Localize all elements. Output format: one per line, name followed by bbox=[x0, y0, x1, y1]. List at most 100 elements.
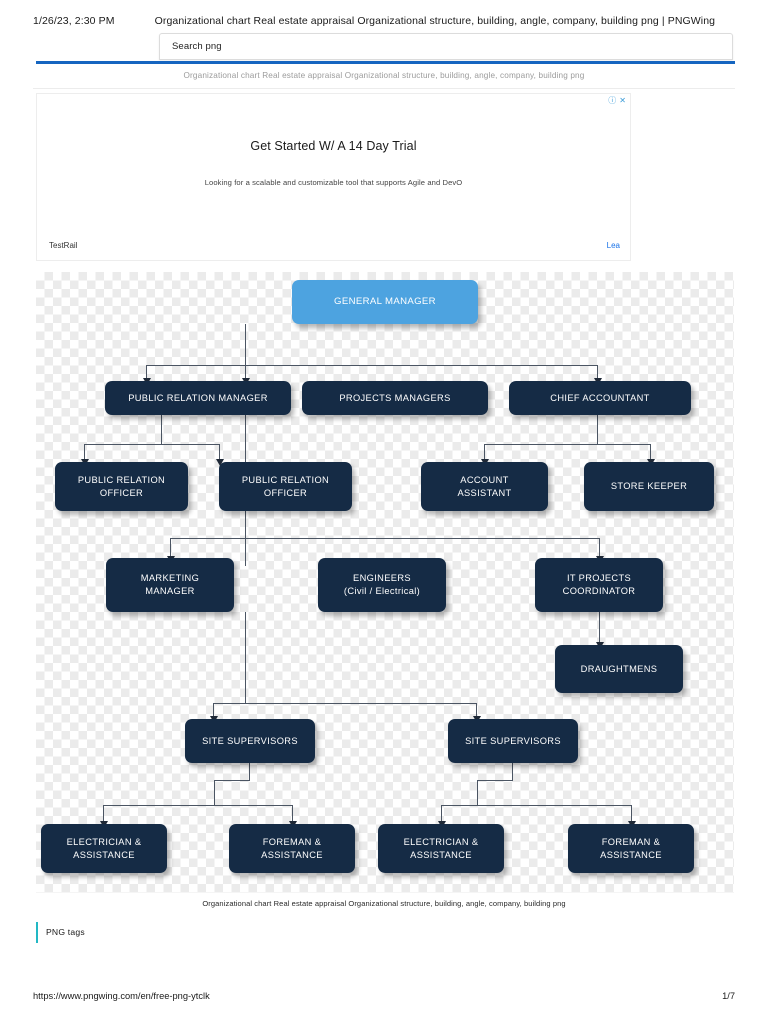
arrow-to-pro2 bbox=[216, 459, 224, 466]
org-node-account-assistant[interactable]: ACCOUNT ASSISTANT bbox=[421, 462, 548, 511]
org-node-label-line1: PUBLIC RELATION bbox=[77, 474, 166, 485]
section-accent-bar bbox=[36, 921, 38, 943]
org-node-label: PUBLIC RELATION MANAGER bbox=[128, 392, 268, 403]
connector-to-ss1 bbox=[213, 703, 214, 719]
connector-to-pro2 bbox=[219, 444, 220, 462]
ad-headline: Get Started W/ A 14 Day Trial bbox=[250, 139, 417, 153]
png-tags-heading: PNG tags bbox=[46, 927, 85, 937]
org-node-electrician-assistance-1[interactable]: ELECTRICIAN & ASSISTANCE bbox=[41, 824, 167, 873]
org-node-label: PROJECTS MANAGERS bbox=[339, 392, 451, 403]
connector-to-pm bbox=[245, 365, 246, 381]
org-node-foreman-assistance-2[interactable]: FOREMAN & ASSISTANCE bbox=[568, 824, 694, 873]
connector-to-ea2 bbox=[441, 805, 442, 824]
org-node-label-line2: MANAGER bbox=[145, 586, 195, 596]
footer-page-number: 1/7 bbox=[722, 991, 735, 1001]
connector-row1-bus bbox=[146, 365, 597, 366]
search-input[interactable]: Search png bbox=[159, 33, 733, 60]
search-input-value: Search png bbox=[172, 41, 222, 52]
org-node-chief-accountant[interactable]: CHIEF ACCOUNTANT bbox=[509, 381, 691, 415]
org-chart-image: GENERAL MANAGER PUBLIC RELATION MANAGER … bbox=[36, 272, 734, 893]
ad-controls: ⓘ ✕ bbox=[608, 97, 626, 105]
connector-ss2-bus bbox=[441, 805, 631, 806]
footer-url: https://www.pngwing.com/en/free-png-ytcl… bbox=[33, 991, 210, 1001]
org-node-site-supervisors-2[interactable]: SITE SUPERVISORS bbox=[448, 719, 578, 763]
org-node-store-keeper[interactable]: STORE KEEPER bbox=[584, 462, 714, 511]
org-node-public-relation-manager[interactable]: PUBLIC RELATION MANAGER bbox=[105, 381, 291, 415]
print-page-title: Organizational chart Real estate apprais… bbox=[154, 15, 716, 27]
site-header: Search png bbox=[33, 33, 735, 61]
org-node-label: SITE SUPERVISORS bbox=[465, 735, 561, 746]
org-node-general-manager[interactable]: GENERAL MANAGER bbox=[292, 280, 478, 324]
org-node-label: DRAUGHTMENS bbox=[580, 663, 658, 674]
search-row: Search png bbox=[33, 33, 735, 61]
breadcrumb-text: Organizational chart Real estate apprais… bbox=[183, 70, 585, 80]
connector-ss-bus bbox=[213, 703, 476, 704]
connector-to-prm bbox=[146, 365, 147, 381]
org-node-label-line1: MARKETING bbox=[140, 573, 200, 584]
org-node-label-line1: IT PROJECTS bbox=[566, 573, 632, 584]
print-header: 1/26/23, 2:30 PM Organizational chart Re… bbox=[0, 13, 768, 29]
print-footer: https://www.pngwing.com/en/free-png-ytcl… bbox=[0, 991, 768, 1001]
org-node-label-line2: ASSISTANCE bbox=[261, 849, 323, 860]
org-node-label-line2: OFFICER bbox=[263, 487, 308, 498]
ad-subtext: Looking for a scalable and customizable … bbox=[204, 178, 463, 187]
org-node-label-line2: (Civil / Electrical) bbox=[343, 586, 421, 596]
org-node-label-line2: OFFICER bbox=[99, 487, 144, 498]
org-node-label: SITE SUPERVISORS bbox=[202, 735, 298, 746]
connector-ss2-stem bbox=[512, 750, 513, 780]
connector-ss1-bus bbox=[103, 805, 292, 806]
ad-brand: TestRail bbox=[49, 241, 78, 250]
org-node-it-projects-coordinator[interactable]: IT PROJECTS COORDINATOR bbox=[535, 558, 663, 612]
org-node-projects-managers[interactable]: PROJECTS MANAGERS bbox=[302, 381, 488, 415]
connector-ss2-drop bbox=[477, 780, 478, 805]
org-node-label: STORE KEEPER bbox=[610, 481, 688, 492]
org-node-label-line1: FOREMAN & bbox=[601, 836, 661, 847]
org-node-site-supervisors-1[interactable]: SITE SUPERVISORS bbox=[185, 719, 315, 763]
connector-prm-stem bbox=[161, 414, 162, 444]
connector-ca-stem bbox=[597, 414, 598, 444]
org-node-foreman-assistance-1[interactable]: FOREMAN & ASSISTANCE bbox=[229, 824, 355, 873]
org-node-label-line1: FOREMAN & bbox=[262, 836, 322, 847]
org-node-engineers[interactable]: ENGINEERS (Civil / Electrical) bbox=[318, 558, 446, 612]
connector-gm-stem bbox=[245, 324, 246, 365]
org-node-marketing-manager[interactable]: MARKETING MANAGER bbox=[106, 558, 234, 612]
connector-prm-bus bbox=[84, 444, 219, 445]
advertisement[interactable]: ⓘ ✕ Get Started W/ A 14 Day Trial Lookin… bbox=[36, 93, 631, 261]
connector-ss1-drop bbox=[214, 780, 215, 805]
print-date: 1/26/23, 2:30 PM bbox=[33, 15, 115, 27]
org-node-label-line2: ASSISTANCE bbox=[410, 849, 472, 860]
connector-to-aa bbox=[484, 444, 485, 462]
org-node-label-line2: ASSISTANT bbox=[457, 487, 512, 498]
info-icon[interactable]: ⓘ bbox=[608, 96, 617, 105]
org-node-public-relation-officer-2[interactable]: PUBLIC RELATION OFFICER bbox=[219, 462, 352, 511]
connector-to-mm bbox=[170, 538, 171, 558]
org-node-label-line1: ELECTRICIAN & bbox=[403, 836, 479, 847]
connector-to-ca bbox=[597, 365, 598, 381]
connector-row3-bus bbox=[170, 538, 599, 539]
connector-to-ss2 bbox=[476, 703, 477, 719]
connector-ca-bus bbox=[484, 444, 650, 445]
connector-itpc-stem bbox=[599, 612, 600, 645]
png-tags-section: PNG tags bbox=[36, 921, 85, 943]
org-node-label-line1: ELECTRICIAN & bbox=[66, 836, 142, 847]
org-node-label: CHIEF ACCOUNTANT bbox=[550, 392, 650, 403]
org-node-label-line1: ENGINEERS bbox=[353, 573, 411, 584]
org-node-public-relation-officer-1[interactable]: PUBLIC RELATION OFFICER bbox=[55, 462, 188, 511]
org-node-label-line2: ASSISTANCE bbox=[73, 849, 135, 860]
image-caption: Organizational chart Real estate apprais… bbox=[202, 899, 566, 908]
org-node-draughtmens[interactable]: DRAUGHTMENS bbox=[555, 645, 683, 693]
connector-ss1-stem bbox=[249, 750, 250, 780]
connector-to-fa2 bbox=[631, 805, 632, 824]
connector-to-pro1 bbox=[84, 444, 85, 462]
close-icon[interactable]: ✕ bbox=[619, 96, 626, 105]
org-node-label-line2: COORDINATOR bbox=[562, 586, 636, 596]
connector-ss1-jog bbox=[214, 780, 250, 781]
ad-cta-link[interactable]: Lea bbox=[606, 241, 620, 250]
org-node-label-line1: PUBLIC RELATION bbox=[241, 474, 330, 485]
connector-ss2-jog bbox=[477, 780, 513, 781]
connector-to-itpc bbox=[599, 538, 600, 558]
breadcrumb: Organizational chart Real estate apprais… bbox=[33, 66, 735, 89]
connector-eng-stem bbox=[245, 612, 246, 703]
org-node-electrician-assistance-2[interactable]: ELECTRICIAN & ASSISTANCE bbox=[378, 824, 504, 873]
org-node-label-line1: ACCOUNT bbox=[460, 474, 509, 485]
